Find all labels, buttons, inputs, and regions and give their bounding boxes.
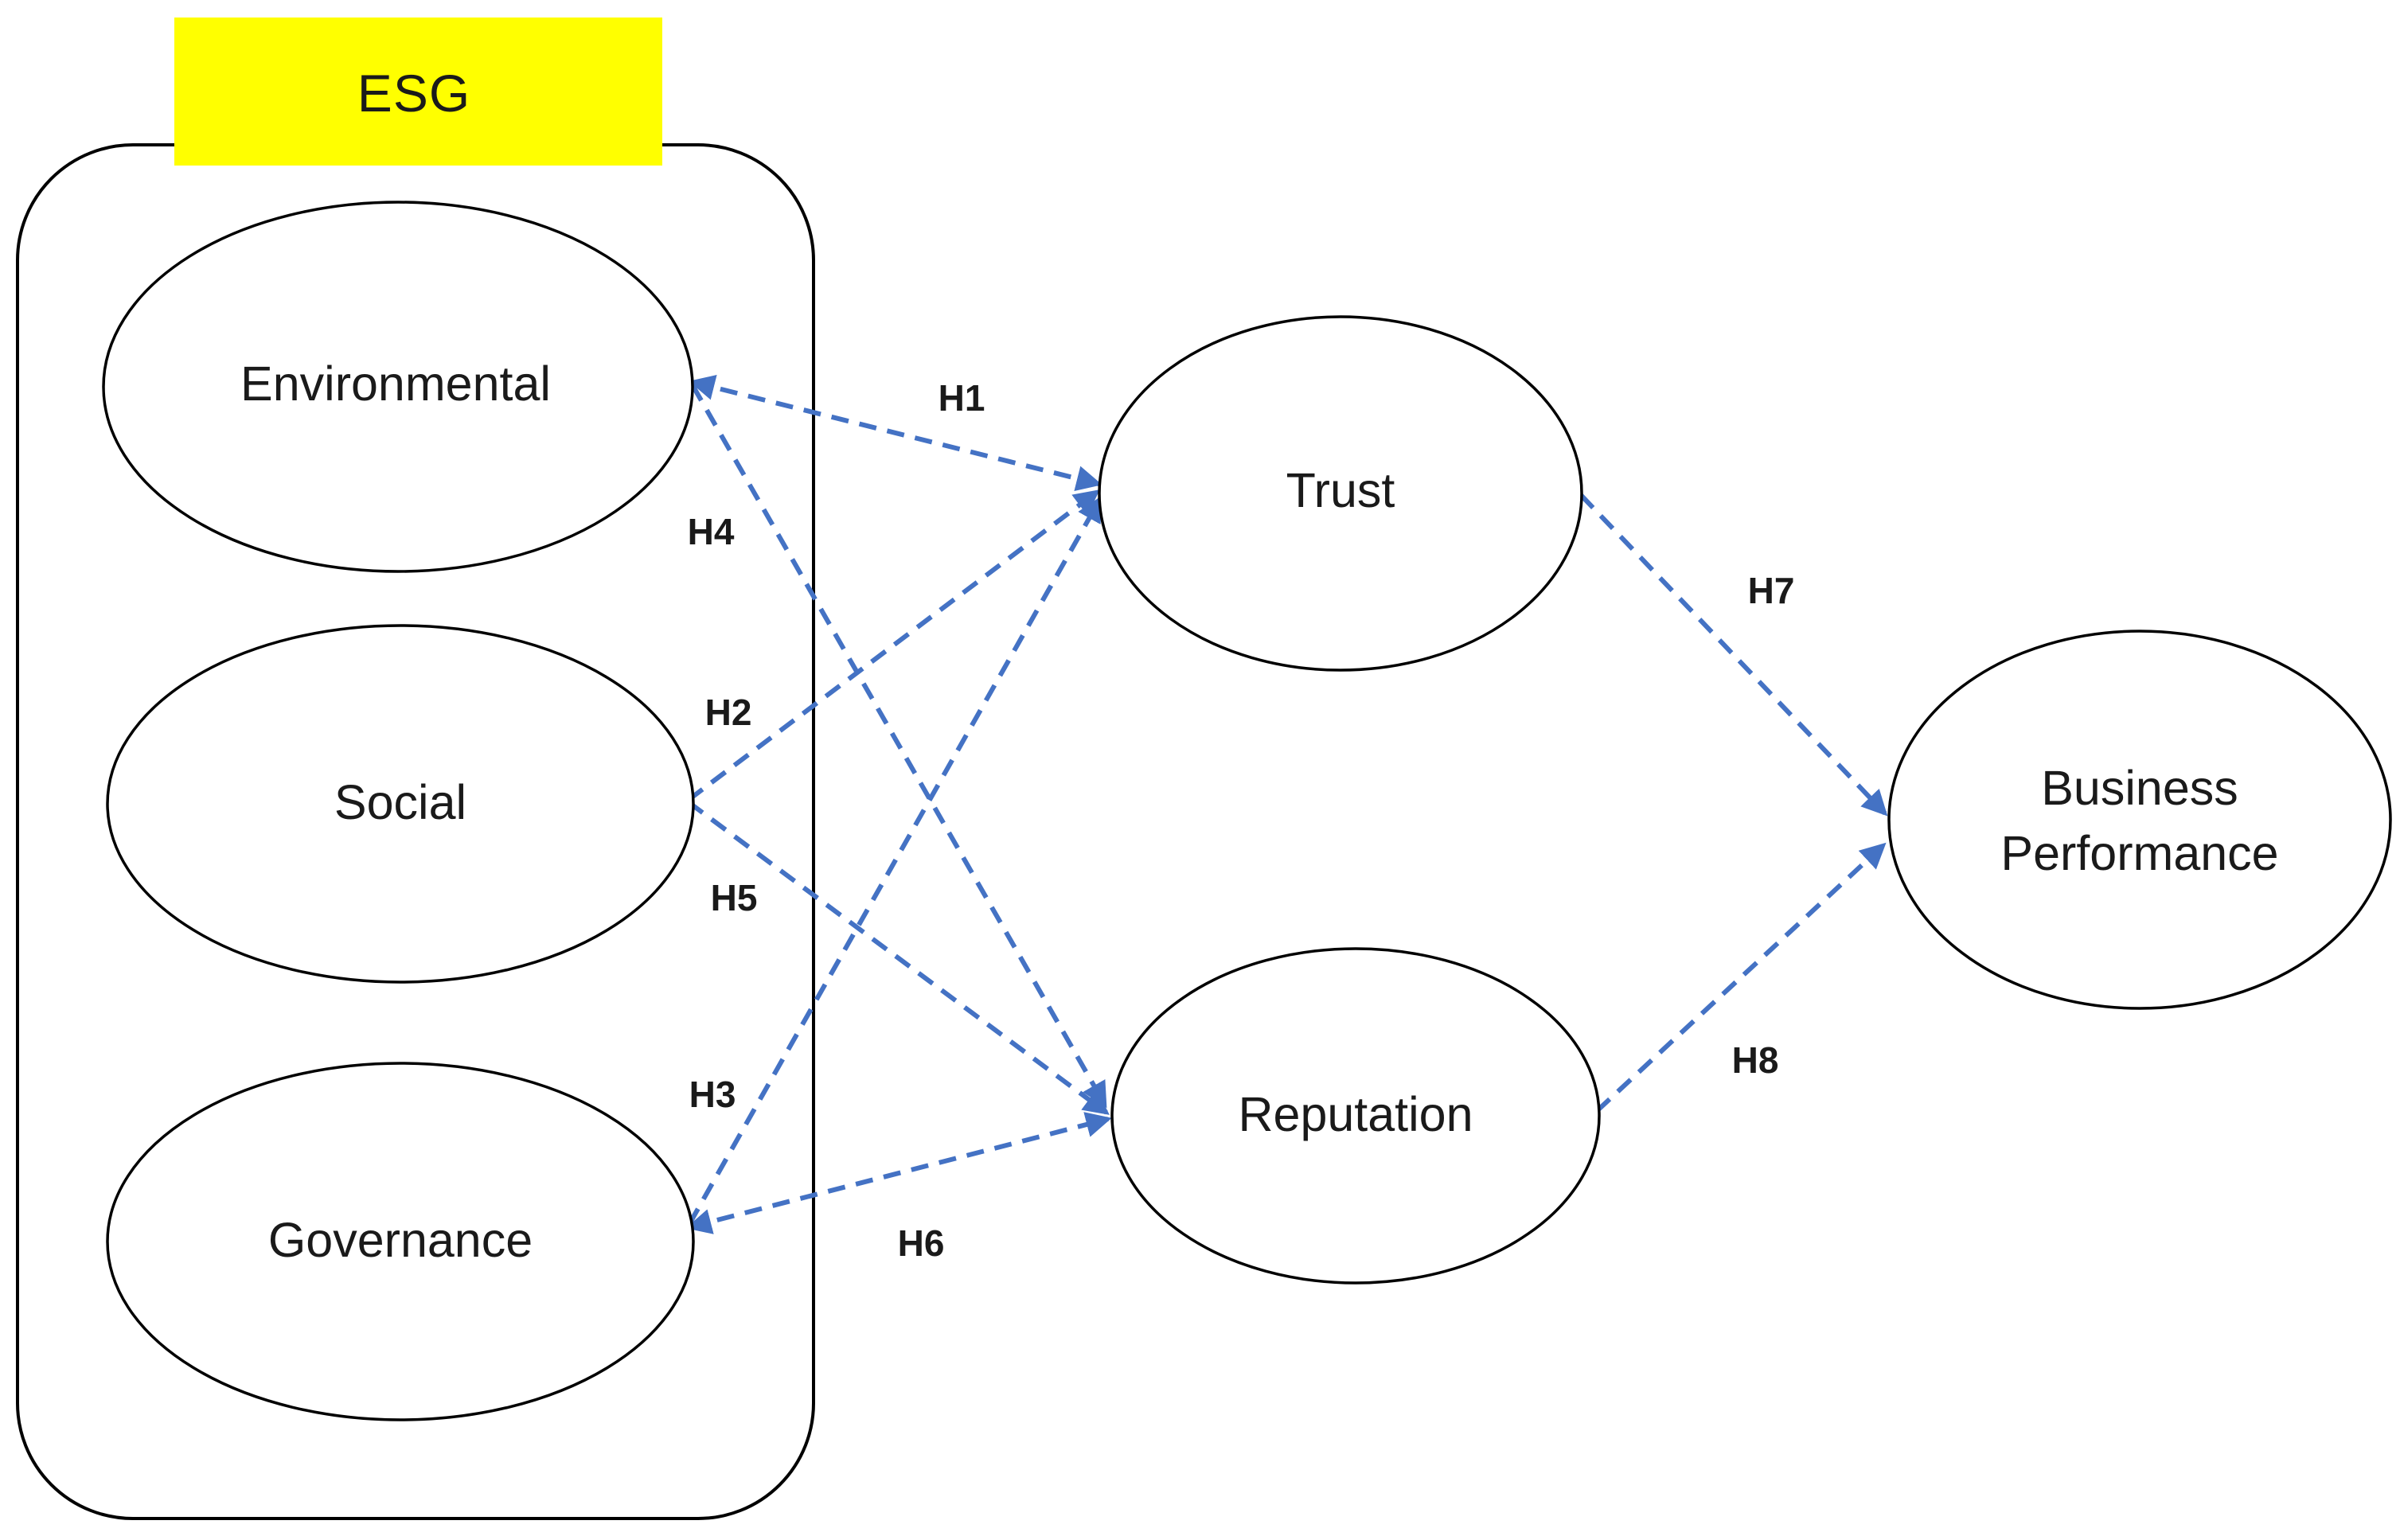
label-h1: H1 <box>939 377 985 419</box>
label-h7: H7 <box>1748 570 1795 611</box>
arrow-h2 <box>687 489 1100 802</box>
arrow-h4 <box>690 384 1107 1109</box>
node-reputation <box>1110 947 1601 1285</box>
label-trust: Trust <box>1286 463 1395 517</box>
esg-title-box <box>174 18 662 166</box>
node-governance <box>106 1062 695 1421</box>
label-business-performance-line1: Business <box>2041 761 2238 815</box>
node-trust <box>1098 315 1583 672</box>
label-h6: H6 <box>898 1222 945 1264</box>
node-social <box>106 624 695 984</box>
arrow-h7 <box>1579 493 1888 817</box>
label-h4: H4 <box>688 511 735 552</box>
arrow-h8 <box>1594 842 1887 1113</box>
label-h5: H5 <box>711 877 758 918</box>
arrow-h1 <box>689 374 1102 492</box>
label-h3: H3 <box>689 1074 736 1115</box>
node-environmental <box>102 201 694 573</box>
label-governance: Governance <box>268 1213 533 1267</box>
label-environmental: Environmental <box>240 357 551 411</box>
label-h8: H8 <box>1732 1039 1779 1081</box>
label-business-performance-line2: Performance <box>2000 826 2278 880</box>
label-social: Social <box>334 775 466 829</box>
arrow-h5 <box>687 800 1110 1115</box>
arrow-h3 <box>687 495 1102 1226</box>
esg-title: ESG <box>357 64 470 123</box>
arrow-h6 <box>685 1112 1112 1234</box>
label-reputation: Reputation <box>1238 1087 1473 1141</box>
label-h2: H2 <box>705 692 752 733</box>
node-business-performance <box>1887 630 2392 1010</box>
